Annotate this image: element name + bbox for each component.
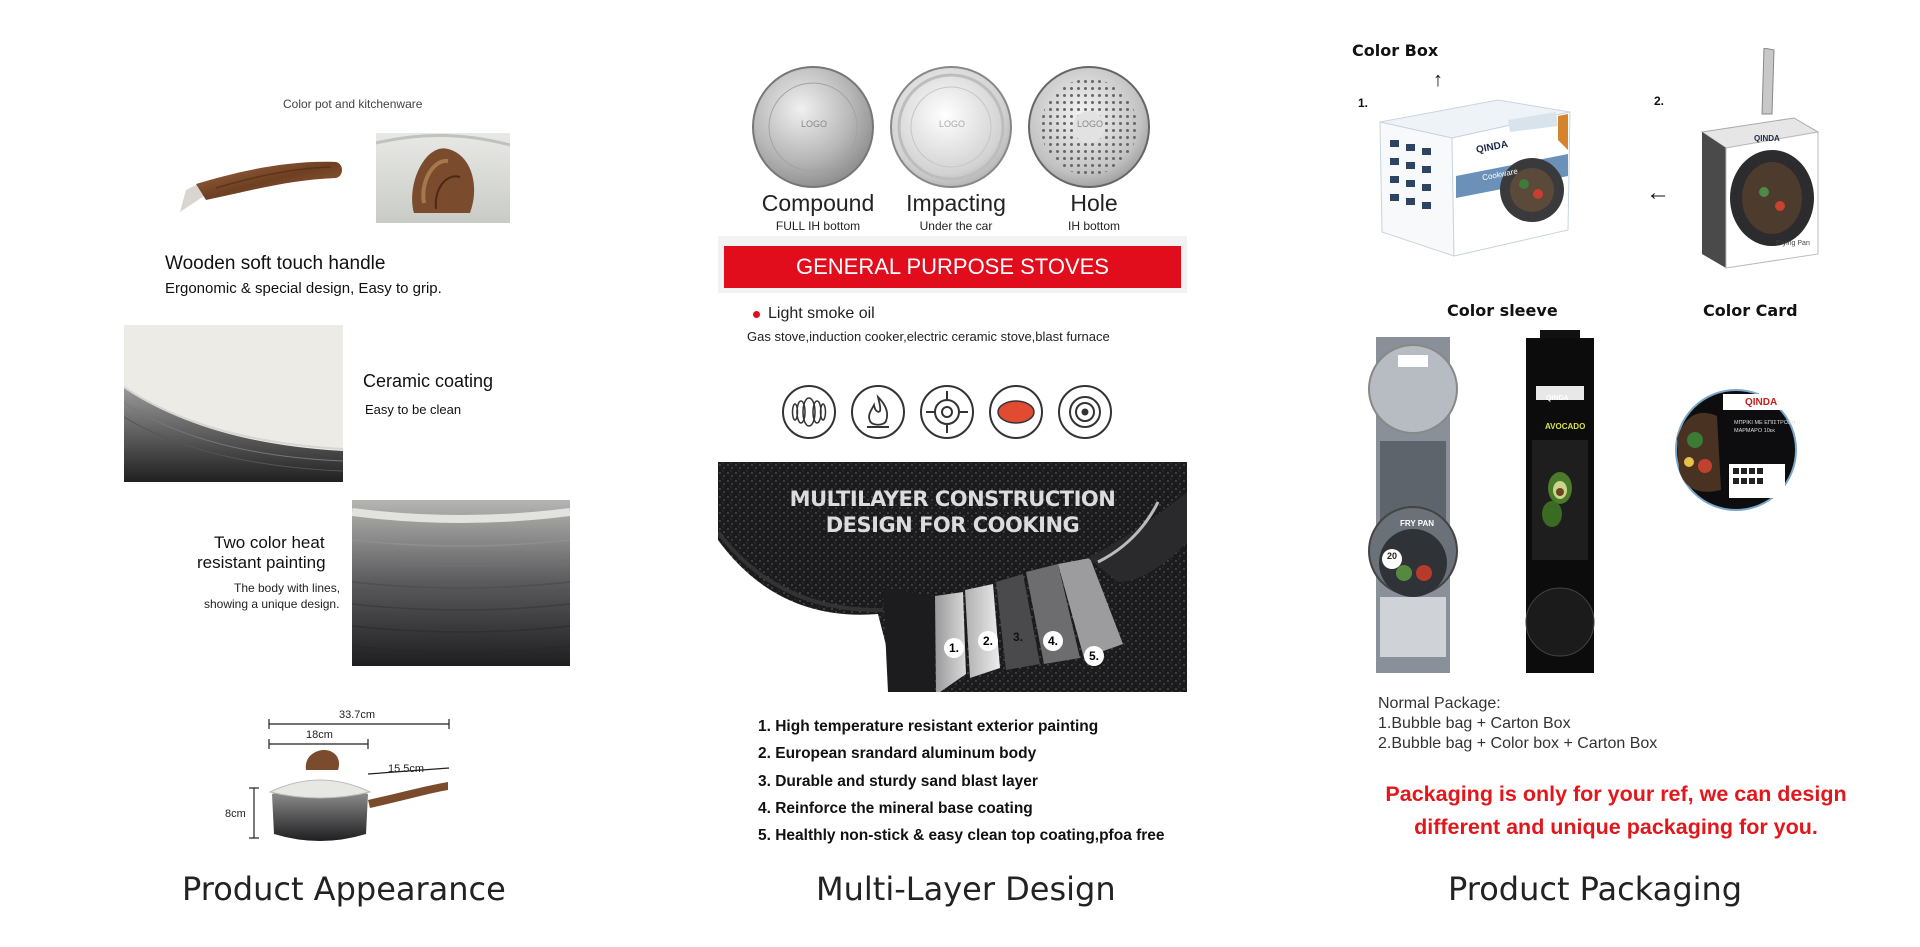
color-box-image	[1379, 99, 1571, 257]
layer-list: 1. High temperature resistant exterior p…	[758, 713, 1165, 849]
layer-number-2: 2.	[978, 631, 998, 651]
normal-package-title: Normal Package:	[1378, 695, 1501, 712]
product-appearance-title: Product Appearance	[182, 870, 506, 908]
sleeve-avocado-label: AVOCADO	[1545, 422, 1586, 431]
handle-title: Wooden soft touch handle	[165, 253, 386, 274]
color-sleeve-grey-image	[1368, 337, 1458, 673]
layer-item: 1. High temperature resistant exterior p…	[758, 718, 1099, 735]
dimension-handle: 15.5cm	[388, 763, 425, 775]
arrow-up-icon: ↑	[1433, 69, 1443, 91]
layer-number-1: 1.	[944, 638, 964, 658]
color-box-label: Color Box	[1352, 41, 1439, 60]
disc-name-impacting: Impacting	[906, 190, 1006, 216]
packaging-note-line-2: different and unique packaging for you.	[1414, 815, 1818, 839]
construction-title-1: MULTILAYER CONSTRUCTION	[789, 487, 1116, 511]
coating-description: Easy to be clean	[365, 402, 462, 417]
two-color-pot-image	[352, 500, 570, 666]
layer-item: 3. Durable and sturdy sand blast layer	[758, 772, 1038, 790]
sleeve-fry-pan-label: FRY PAN	[1400, 519, 1435, 528]
card-line-2: ΜΑΡΜΑΡΟ 10εκ	[1734, 428, 1775, 434]
layer-item: 5. Healthly non-stick & easy clean top c…	[758, 827, 1165, 845]
appearance-top-caption: Color pot and kitchenware	[283, 97, 423, 111]
disc-sub-hole: IH bottom	[1067, 219, 1121, 233]
packaging-note-line-1: Packaging is only for your ref, we can d…	[1385, 782, 1847, 806]
wooden-handle-image	[180, 161, 342, 212]
sleeve-brand-label: QINDA	[1546, 395, 1569, 402]
impacting-disc-image	[890, 66, 1012, 188]
oil-label: Light smoke oil	[768, 305, 875, 322]
package-number-2: 2.	[1654, 94, 1665, 108]
product-packaging-title: Product Packaging	[1448, 870, 1743, 908]
frying-pan-box-image	[1700, 48, 1820, 269]
sleeve-size-label: 20	[1387, 551, 1398, 561]
coating-title: Ceramic coating	[363, 371, 494, 391]
general-purpose-stoves-banner: GENERAL PURPOSE STOVES	[724, 246, 1181, 288]
disc-sub-compound: FULL IH bottom	[775, 219, 861, 233]
multi-layer-design-title: Multi-Layer Design	[816, 870, 1116, 908]
dimension-pot: 18cm	[306, 729, 333, 741]
disc-logo-2: LOGO	[939, 119, 966, 129]
compound-disc-image	[752, 66, 874, 188]
layer-number-5: 5.	[1084, 646, 1104, 666]
layer-item: 2. European srandard aluminum body	[758, 745, 1037, 763]
color-card-label: Color Card	[1703, 301, 1798, 320]
painting-desc-2: showing a unique design.	[204, 597, 340, 611]
disc-name-compound: Compound	[761, 190, 875, 216]
disc-logo-1: LOGO	[801, 119, 828, 129]
construction-title-2: DESIGN FOR COOKING	[825, 513, 1080, 537]
flame-icon	[851, 385, 905, 439]
layer-number-4: 4.	[1043, 631, 1063, 651]
gas-burner-icon	[920, 385, 974, 439]
pan-box-product-label: Frying Pan	[1776, 240, 1810, 247]
color-sleeve-black-image	[1525, 330, 1595, 673]
arrow-left-icon: ←	[1646, 179, 1670, 206]
disc-sub-impacting: Under the car	[919, 219, 993, 233]
color-card-image	[1675, 389, 1797, 511]
stoves-text: Gas stove,induction cooker,electric cera…	[747, 329, 1110, 344]
hole-disc-image	[1028, 66, 1150, 188]
dimension-total: 33.7cm	[339, 709, 376, 721]
dimension-diagram	[249, 719, 450, 841]
pan-box-brand-label: QINDA	[1754, 134, 1780, 143]
painting-title-1: Two color heat	[214, 533, 325, 552]
coil-stove-icon	[782, 385, 836, 439]
induction-icon	[1058, 385, 1112, 439]
ceramic-coating-image	[124, 325, 343, 482]
card-brand-label: QINDA	[1745, 397, 1778, 408]
layer-item: 4. Reinforce the mineral base coating	[758, 799, 1033, 817]
disc-name-hole: Hole	[1070, 190, 1118, 216]
painting-desc-1: The body with lines,	[234, 581, 341, 595]
color-sleeve-label: Color sleeve	[1447, 301, 1558, 320]
normal-package-option-1: 1.Bubble bag + Carton Box	[1378, 715, 1571, 732]
normal-package-option-2: 2.Bubble bag + Color box + Carton Box	[1378, 735, 1658, 752]
package-number-1: 1.	[1358, 96, 1369, 110]
painting-title-2: resistant painting	[197, 553, 326, 572]
hot-plate-icon	[989, 385, 1043, 439]
dimension-height: 8cm	[225, 808, 246, 820]
card-line-1: ΜΠΡΙΚΙ ΜΕ ΕΠΙΣΤΡΩΣΗ	[1734, 420, 1796, 426]
bullet-dot	[753, 311, 760, 318]
disc-logo-3: LOGO	[1077, 119, 1104, 129]
lid-knob-image	[376, 133, 510, 223]
handle-description: Ergonomic & special design, Easy to grip…	[165, 280, 442, 297]
layer-number-3: 3.	[1012, 630, 1023, 644]
